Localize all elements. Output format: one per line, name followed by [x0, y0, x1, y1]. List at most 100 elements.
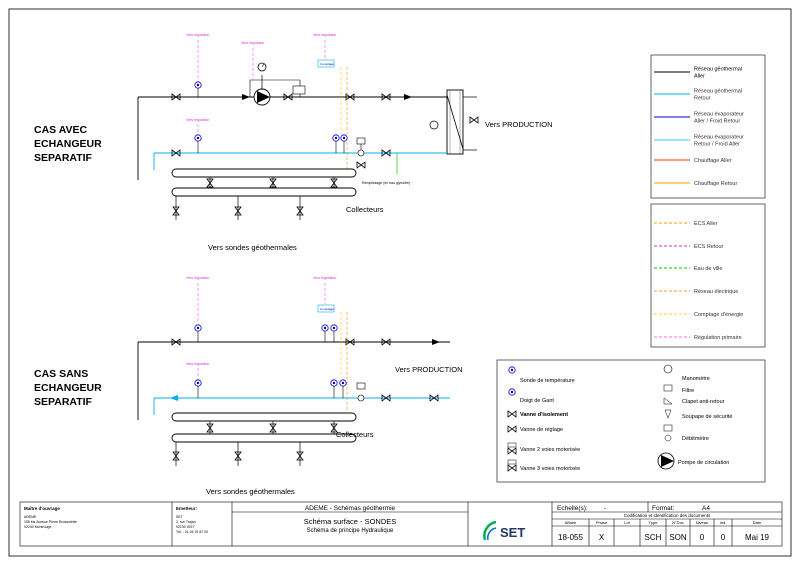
codif-header: Affaire — [565, 520, 577, 525]
codif-value: SON — [669, 533, 687, 542]
svg-text:155 bis Avenue Pierre Brossole: 155 bis Avenue Pierre Brossolette — [24, 520, 77, 524]
lower-title-line-1: CAS SANS — [34, 368, 88, 380]
lower-schema: CAS SANS ECHANGEUR SEPARATIF Vers régula… — [34, 276, 463, 496]
svg-text:Vers régulation: Vers régulation — [186, 362, 209, 366]
codif-header: Type — [649, 520, 658, 525]
svg-text:Comptage: Comptage — [320, 307, 334, 311]
upper-temp-probe-1 — [194, 81, 202, 89]
svg-text:Vers régulation: Vers régulation — [313, 33, 336, 37]
legend-vanne-isolement-icon — [507, 410, 517, 418]
codif-header: Date — [753, 520, 762, 525]
upper-title-line-2: ECHANGEUR — [34, 138, 102, 150]
svg-text:Tél. : 01 46 76 87 00: Tél. : 01 46 76 87 00 — [176, 530, 208, 534]
svg-text:Clapet anti-retour: Clapet anti-retour — [682, 399, 725, 405]
legend-line-label: Réseau électrique — [694, 289, 738, 295]
legend-line-label: Réseau géothermal — [694, 89, 742, 95]
svg-text:Emetteur:: Emetteur: — [176, 506, 198, 511]
lower-collector-aller — [171, 412, 357, 422]
upper-exchanger-manometer — [429, 120, 439, 130]
svg-text:Vers régulation: Vers régulation — [241, 41, 264, 45]
codif-value: Mai 19 — [745, 533, 770, 542]
legend-lines-box-1 — [650, 54, 766, 199]
svg-text:-: - — [604, 505, 606, 512]
svg-text:Débitmètre: Débitmètre — [682, 436, 709, 442]
svg-text:Vanne 2 voies motorisée: Vanne 2 voies motorisée — [520, 447, 580, 453]
legend-line-label: ECS Retour — [694, 244, 724, 250]
upper-title-line-1: CAS AVEC — [34, 124, 88, 136]
legend-lines-box-2 — [650, 203, 766, 348]
svg-text:Format:: Format: — [652, 505, 675, 512]
lower-title-line-2: ECHANGEUR — [34, 382, 102, 394]
svg-text:Maître d'ouvrage: Maître d'ouvrage — [24, 506, 60, 511]
symbol-legend-box — [496, 359, 766, 483]
svg-text:Vanne 3 voies motorisée: Vanne 3 voies motorisée — [520, 466, 580, 472]
legend-manometre-icon — [663, 364, 673, 374]
legend-clapet-icon — [663, 397, 673, 405]
codif-header: Ind. — [720, 520, 727, 525]
svg-text:Vers régulation: Vers régulation — [313, 276, 336, 280]
legend-line-label: Réseau évaporateur — [694, 135, 744, 141]
svg-text:Vers régulation: Vers régulation — [186, 118, 209, 122]
legend-line-label: Réseau évaporateur — [694, 112, 744, 118]
legend-line-label: ECS Aller — [694, 221, 718, 227]
legend-line-label: Eau de ville — [694, 266, 722, 272]
svg-text:2, rue Trajan: 2, rue Trajan — [176, 520, 196, 524]
codif-value: X — [599, 533, 605, 542]
legend-line-label: Aller / Froid Retour — [694, 119, 740, 125]
svg-text:Soupape de sécurité: Soupape de sécurité — [682, 414, 732, 420]
svg-text:A4: A4 — [702, 505, 710, 512]
title-block — [19, 501, 783, 547]
schema-subtitle: Schéma de principe Hydraulique — [307, 528, 394, 534]
legend-line-label: Chauffage Aller — [694, 158, 732, 164]
codif-value: 18-055 — [558, 533, 583, 542]
svg-text:Codification et identification: Codification et identification des docum… — [624, 513, 711, 518]
svg-text:92130 ISSY: 92130 ISSY — [176, 525, 195, 529]
lower-collector-retour — [171, 433, 357, 443]
svg-text:Comptage: Comptage — [320, 62, 334, 66]
legend-vanne-2v-icon — [507, 447, 517, 455]
legend-line-label: Chauffage Retour — [694, 181, 737, 187]
svg-text:Vanne de réglage: Vanne de réglage — [520, 427, 563, 433]
codif-header: N°Doc — [672, 520, 684, 525]
legend-line-label: Retour — [694, 96, 711, 102]
svg-text:Vanne d'isolement: Vanne d'isolement — [520, 412, 568, 418]
lower-vers-production: Vers PRODUCTION — [395, 365, 463, 374]
codif-value: SCH — [645, 533, 662, 542]
upper-collecteurs: Collecteurs — [346, 205, 384, 214]
svg-text:Remplissage (en eau glycolée): Remplissage (en eau glycolée) — [362, 181, 410, 185]
upper-collector-aller — [171, 168, 357, 178]
legend-line-label: Aller — [694, 74, 705, 80]
svg-text:Doigt de Gant: Doigt de Gant — [520, 398, 554, 404]
legend-line-label: Réseau géothermal — [694, 67, 742, 73]
lower-collecteurs: Collecteurs — [336, 430, 374, 439]
upper-schema: CAS AVEC ECHANGEUR SEPARATIF Vers régula… — [34, 33, 553, 252]
codif-header: Lot — [624, 520, 630, 525]
codif-value: 0 — [721, 533, 726, 542]
symbol-legend: Sonde de température Doigt de Gant Vanne… — [507, 364, 732, 472]
codif-header: Phase — [596, 520, 608, 525]
sheet-frame — [8, 8, 792, 557]
legend-doigt-icon — [508, 388, 516, 396]
legend-vanne-reglage-icon — [507, 425, 517, 433]
codif-value: 0 — [700, 533, 705, 542]
svg-text:Vers régulation: Vers régulation — [186, 33, 209, 37]
legend-soupape-icon — [664, 409, 672, 419]
svg-text:SET: SET — [176, 515, 184, 519]
upper-filter-icon — [292, 85, 306, 95]
svg-text:ADEME: ADEME — [24, 515, 37, 519]
legend-line-label: Retour / Froid Aller — [694, 142, 740, 148]
upper-title-line-3: SEPARATIF — [34, 152, 93, 164]
upper-vers-production: Vers PRODUCTION — [485, 120, 553, 129]
lower-title-line-3: SEPARATIF — [34, 396, 93, 408]
svg-text:Filtre: Filtre — [682, 388, 694, 394]
legend-line-label: Comptage d'énergie — [694, 312, 743, 318]
legend-line-label: Régulation primaire — [694, 335, 742, 341]
legend-debitmetre-icon — [663, 424, 673, 432]
set-logo: SET — [483, 520, 525, 541]
codif-header: Niveau — [696, 520, 708, 525]
svg-text:Pompe de circulation: Pompe de circulation — [678, 460, 729, 466]
legend-sonde-icon — [508, 366, 516, 374]
schema-title: Schéma surface - SONDES — [304, 517, 397, 526]
